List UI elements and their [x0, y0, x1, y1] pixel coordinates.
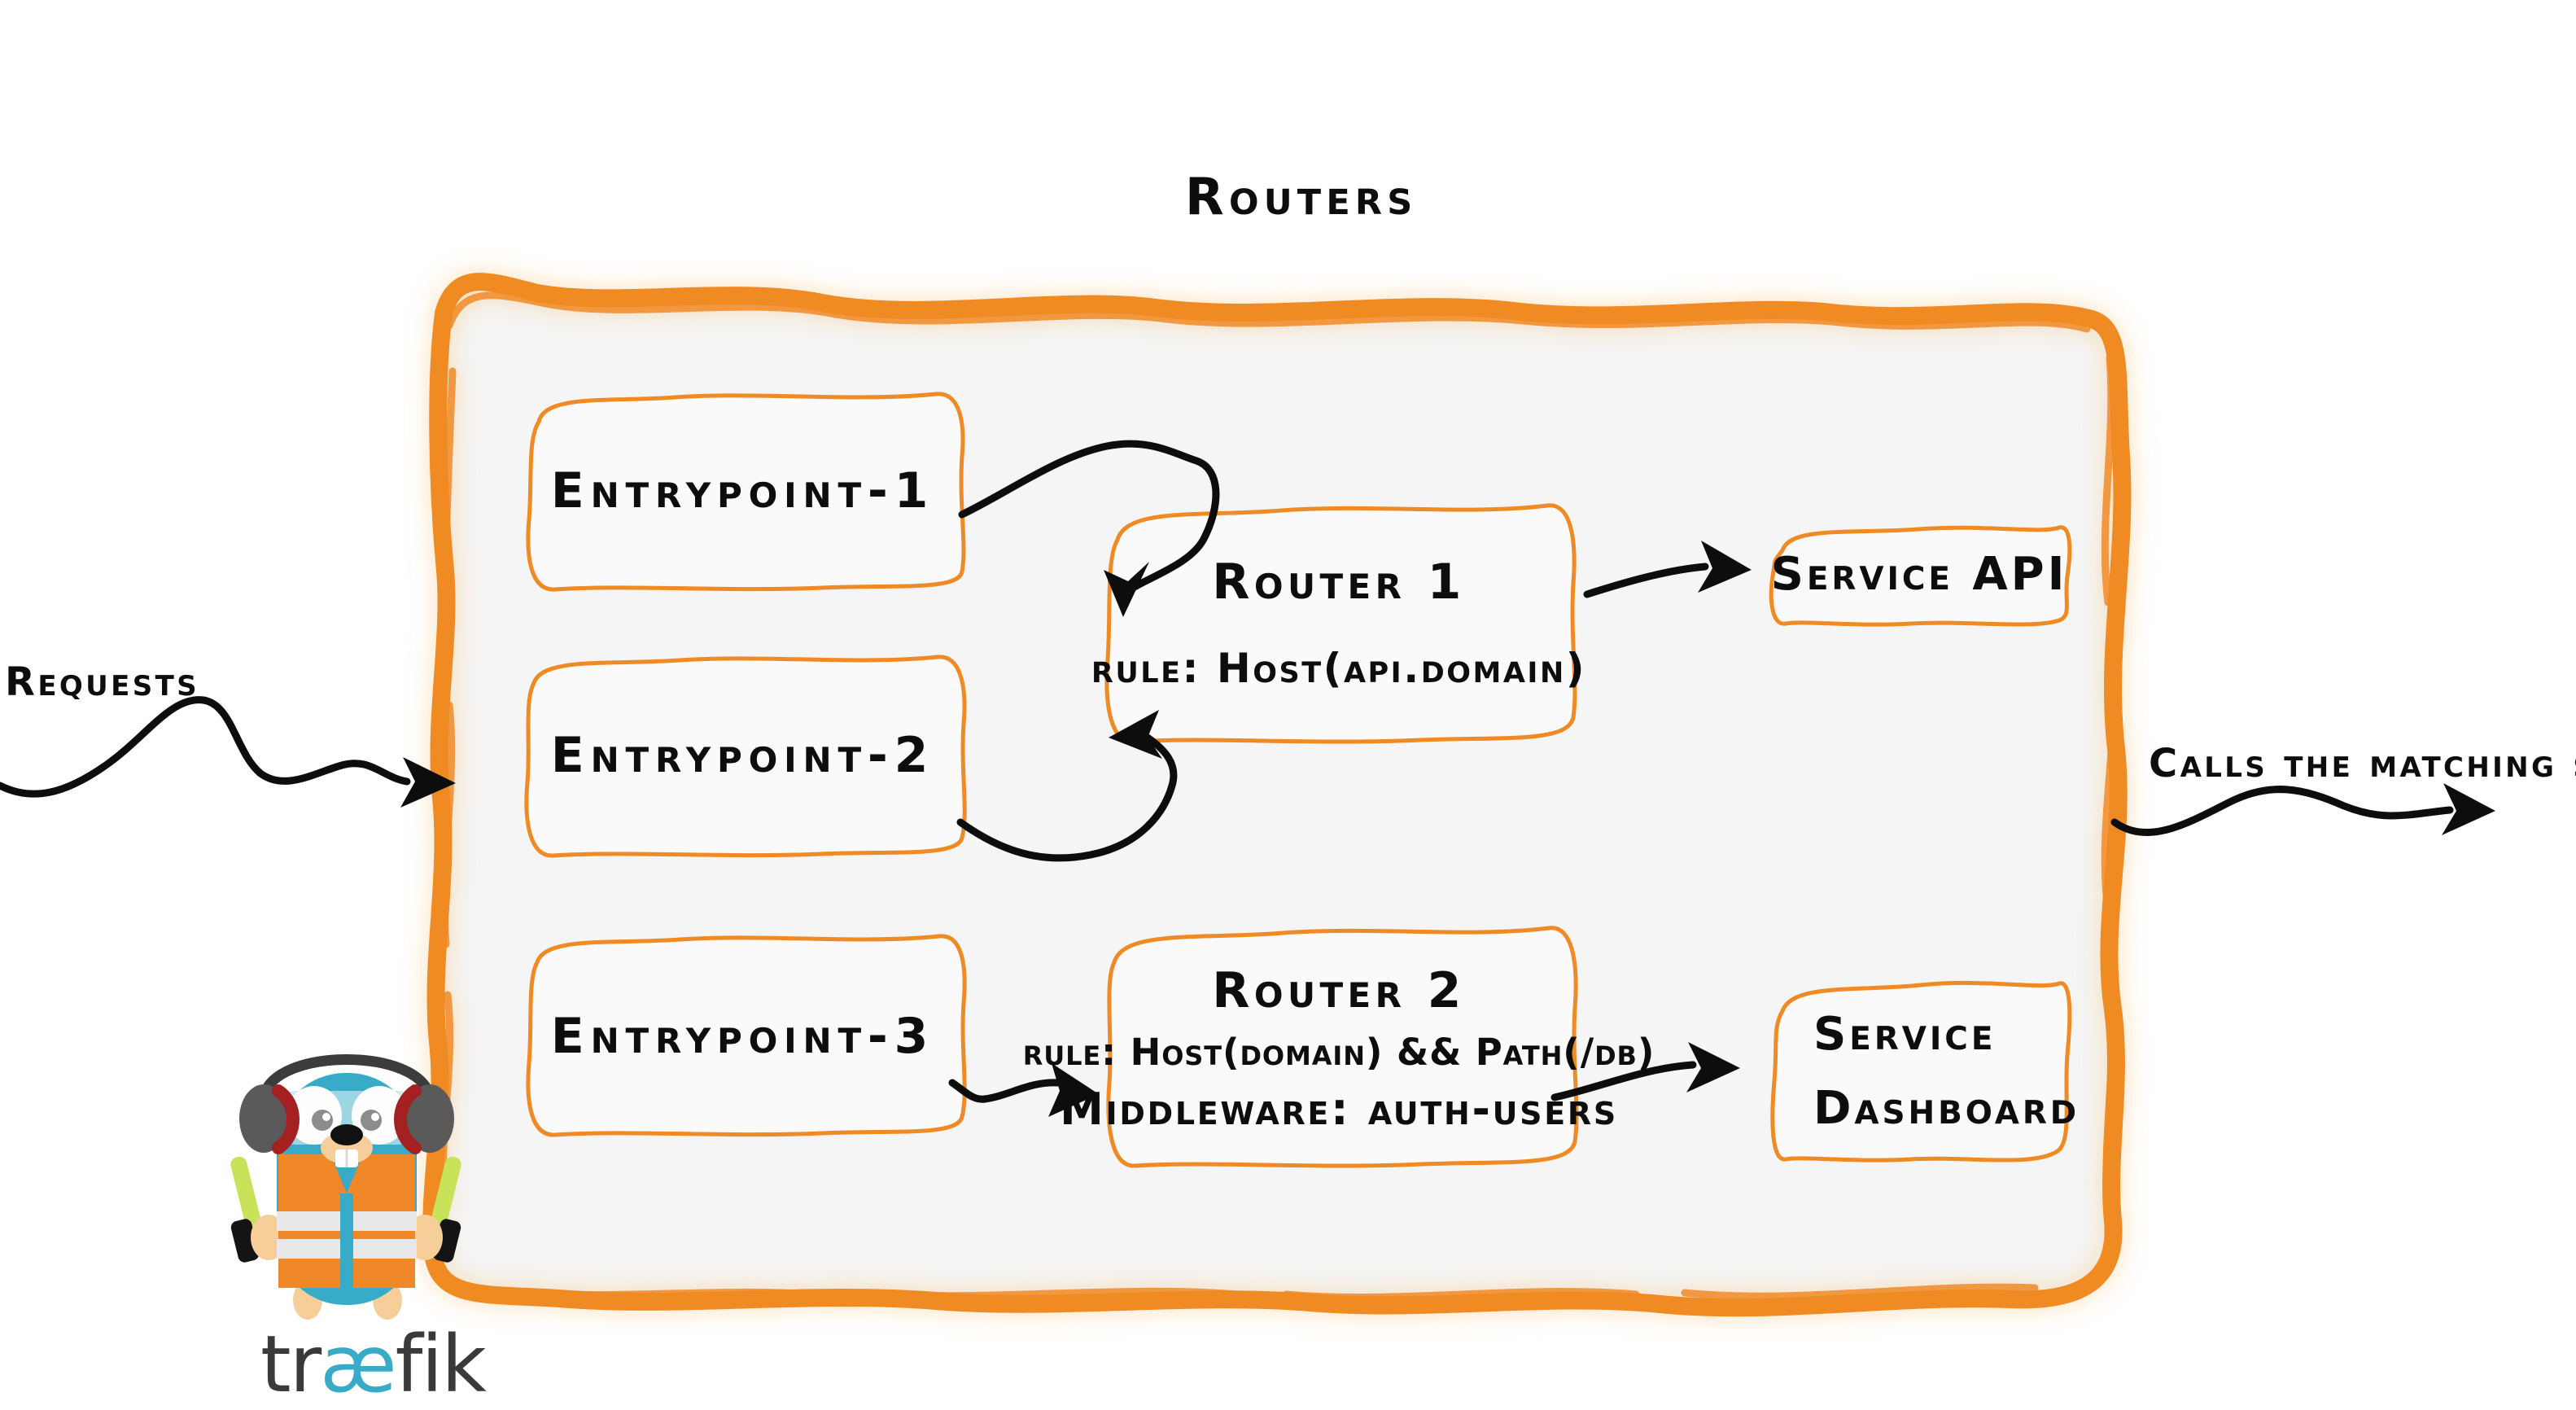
wordmark-part-ae: æ — [320, 1319, 396, 1410]
service-dashboard-box[interactable]: Service Dashboard — [1765, 974, 2076, 1169]
router-1-name: Router 1 — [1212, 554, 1466, 611]
mascot-nose — [330, 1124, 363, 1145]
service-dashboard-label-line1: Service — [1813, 1008, 1997, 1061]
router-2-middleware: Middleware: auth-users — [1060, 1084, 1618, 1135]
requests-label: Requests — [5, 659, 199, 705]
router-2-rule: rule: Host(domain) && Path(/db) — [1022, 1031, 1655, 1074]
router-2-name: Router 2 — [1212, 962, 1466, 1019]
router-2-box[interactable]: Router 2 rule: Host(domain) && Path(/db)… — [1023, 918, 1654, 1179]
entrypoint-1-label: Entrypoint-1 — [550, 462, 935, 519]
entrypoint-3-box[interactable]: Entrypoint-3 — [513, 928, 973, 1144]
traefik-wordmark: træfik — [260, 1319, 488, 1410]
entrypoint-2-label: Entrypoint-2 — [550, 726, 935, 784]
entrypoint-3-label: Entrypoint-3 — [550, 1007, 935, 1065]
router-1-rule: rule: Host(api.domain) — [1091, 645, 1587, 692]
service-api-box[interactable]: Service API — [1765, 519, 2074, 629]
entrypoint-1-box[interactable]: Entrypoint-1 — [513, 383, 973, 598]
router-1-box[interactable]: Router 1 rule: Host(api.domain) — [1091, 493, 1585, 753]
service-api-label: Service API — [1770, 548, 2068, 601]
mascot-headphones — [239, 1054, 454, 1154]
mascot-safety-vest — [277, 1154, 417, 1288]
calls-matching-server-label: Calls the matching server — [2149, 741, 2576, 786]
page-title: Routers — [1185, 167, 1418, 226]
traefik-gopher-mascot-icon — [230, 1054, 461, 1320]
wordmark-part-fik: fik — [395, 1319, 487, 1410]
service-dashboard-label-line2: Dashboard — [1813, 1082, 2080, 1135]
wordmark-part-tr: tr — [260, 1319, 321, 1410]
